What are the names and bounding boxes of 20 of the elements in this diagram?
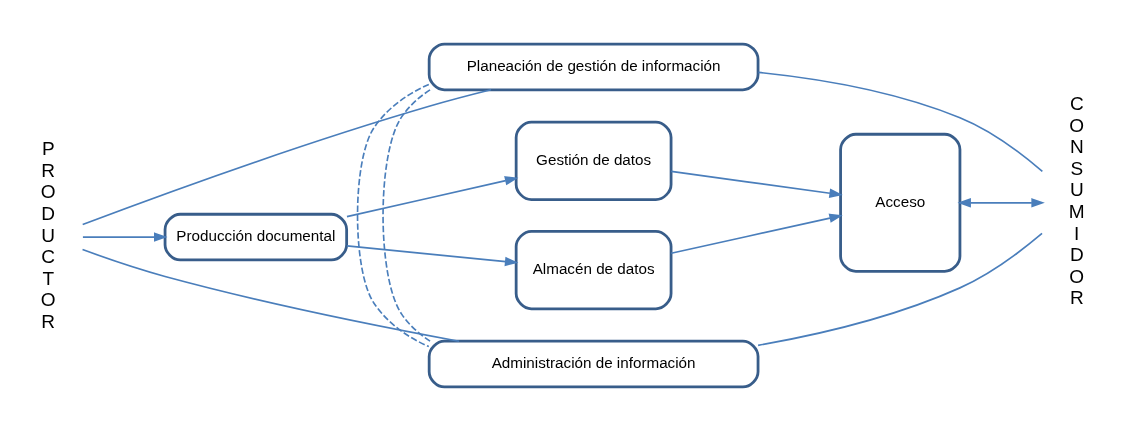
connector [757, 71, 1044, 172]
arrow [957, 197, 1045, 208]
arrow [670, 170, 843, 198]
connector [81, 248, 460, 342]
node-box: Planeación de gestión de información [427, 42, 760, 91]
node-box: Acceso [839, 132, 962, 273]
arrow [670, 213, 843, 254]
arrow [82, 231, 168, 242]
node-box: Administración de información [427, 339, 760, 388]
node-box: Gestión de datos [514, 120, 673, 201]
connector [356, 83, 430, 347]
connector [382, 88, 431, 342]
node-box: Almacén de datos [514, 229, 673, 310]
node-text: PRODUCTOR [40, 137, 56, 332]
arrow [346, 244, 519, 266]
connector [81, 88, 492, 225]
connector [757, 232, 1043, 346]
node-text: CONSUMIDOR [1068, 92, 1085, 308]
arrow [346, 175, 519, 217]
node-box: Producción documental [163, 212, 349, 261]
